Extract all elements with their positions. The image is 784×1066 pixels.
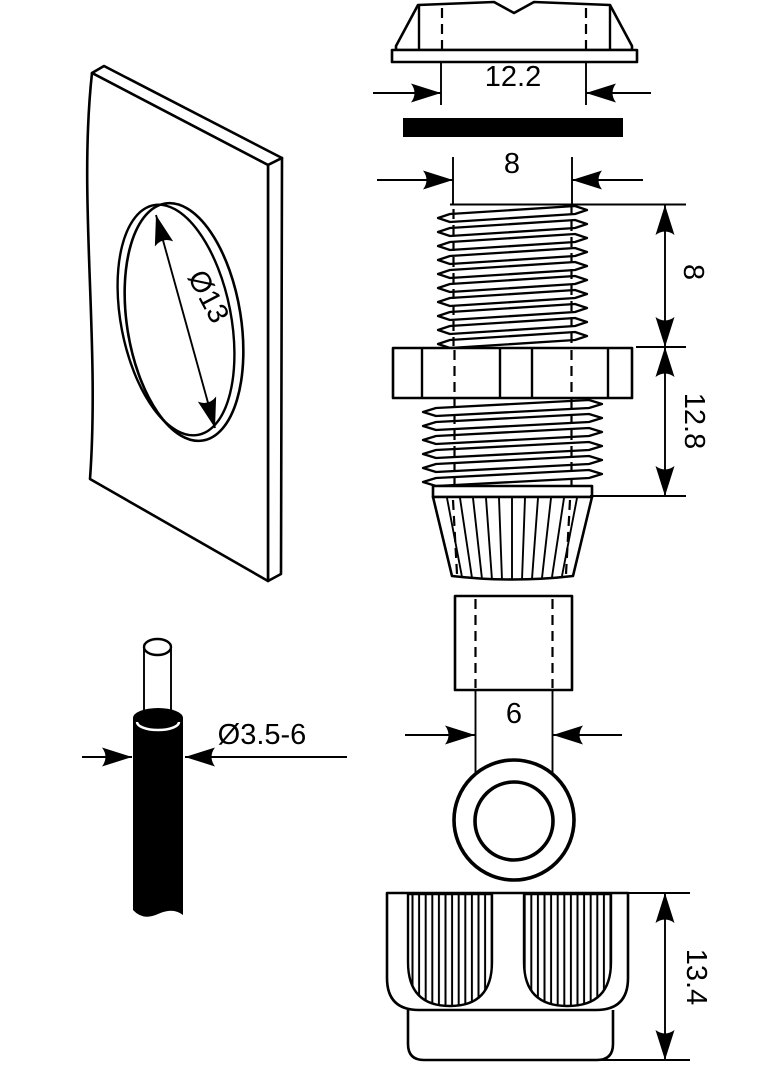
arrowhead (655, 205, 675, 235)
locknut (390, 0, 639, 64)
arrowhead (655, 317, 675, 347)
washer (403, 118, 623, 137)
arrowhead (572, 170, 602, 190)
arrowhead (411, 83, 441, 103)
centerline (564, 499, 572, 575)
body-hex-nut (391, 346, 634, 400)
seal-outline (453, 594, 574, 692)
arrowhead (553, 725, 583, 745)
hex-nut-outline (391, 346, 634, 400)
thread-turn (421, 440, 604, 460)
thread-turn (421, 454, 604, 474)
cable-range-label: Ø3.5-6 (218, 719, 307, 751)
thread-turn (436, 260, 589, 280)
locknut-width-label: 12.2 (485, 61, 541, 93)
panel-side-face (266, 156, 284, 583)
sheath-rim-highlight (135, 721, 181, 732)
centerline (451, 499, 459, 575)
cap-flute-panel (522, 892, 613, 1008)
cone-collar (431, 484, 594, 499)
sheath-body (133, 718, 183, 917)
arrowhead (445, 725, 475, 745)
cable: Ø3.5-6 (82, 637, 347, 917)
thread-turn (436, 316, 589, 336)
thread-turn (436, 218, 589, 238)
thread-turn (436, 204, 589, 224)
thread-diameter-label: 8 (504, 148, 520, 180)
arrowhead (102, 747, 132, 767)
seal-insert (453, 594, 574, 692)
cable-conductor (142, 637, 173, 719)
locknut-hex-body (394, 0, 634, 52)
arrowhead (655, 1030, 675, 1060)
upper-thread (436, 204, 589, 350)
dimension-cap-height: 13.4 (600, 892, 712, 1061)
arrowhead (185, 747, 215, 767)
arrowhead (423, 170, 453, 190)
conductor-sides (143, 647, 172, 716)
o-ring-inner (473, 780, 555, 862)
conductor-body (144, 647, 171, 719)
dimension-locknut-width: 12.2 (373, 61, 651, 105)
o-ring (452, 758, 576, 882)
dome-cap (385, 891, 630, 1062)
dimension-body-length: 12.8 (590, 347, 710, 497)
cap-height-label: 13.4 (680, 949, 712, 1005)
thread-length-label: 8 (677, 264, 709, 280)
dimension-line (155, 214, 216, 429)
thread-turn (436, 288, 589, 308)
locknut-flange (390, 48, 639, 64)
dimension-cable-range: Ø3.5-6 (82, 719, 347, 767)
arrowhead (586, 83, 616, 103)
thread-turn (436, 232, 589, 252)
cable-sheath (133, 708, 183, 917)
lower-thread (421, 350, 604, 490)
gland-body (391, 204, 634, 581)
arrowhead (655, 466, 675, 496)
dimension-thread-diameter: 8 (377, 148, 643, 205)
arrowhead (655, 893, 675, 923)
thread-turn (421, 398, 604, 418)
dimension-thread-length: 8 (450, 203, 709, 348)
cap-flute-panel (406, 892, 494, 1008)
mounting-panel: Ø13 (85, 64, 284, 583)
panel-hole-front-ellipse (123, 201, 245, 443)
panel-hole-back-ellipse (116, 203, 236, 437)
seal-bore-label: 6 (506, 698, 522, 730)
thread-turn (436, 246, 589, 266)
facet-line (420, 348, 610, 398)
thread-turn (436, 302, 589, 322)
thread-turn (436, 274, 589, 294)
thread-turn (421, 412, 604, 432)
clamp-cone (431, 484, 594, 581)
thread-turn (421, 426, 604, 446)
body-length-label: 12.8 (678, 393, 710, 449)
cap-skirt (406, 1010, 615, 1062)
conductor-top (142, 637, 173, 657)
arrowhead (655, 347, 675, 377)
